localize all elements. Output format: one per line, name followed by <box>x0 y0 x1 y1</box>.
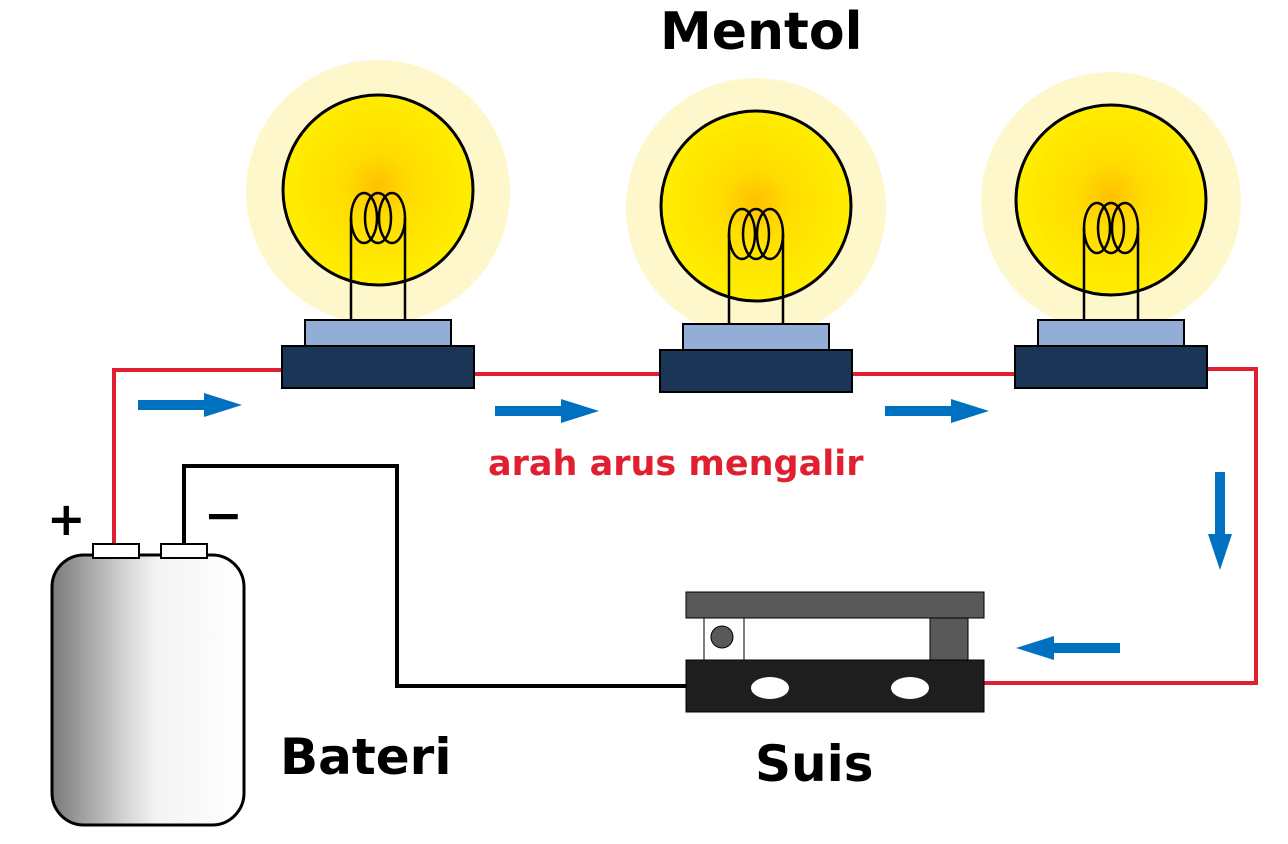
circuit-wires <box>112 367 1258 688</box>
bulb-cap <box>1037 319 1185 349</box>
switch-base-hole-right <box>891 677 929 699</box>
arrow-right-2 <box>495 399 599 423</box>
bulb-filament-coil <box>377 191 407 245</box>
wire-battery-to-bulb-1 <box>112 368 282 544</box>
bulb-base <box>659 349 853 393</box>
battery-negative-terminal <box>160 543 208 559</box>
bulb-2 <box>626 78 886 393</box>
switch-label: Suis <box>755 735 874 793</box>
bulbs-group <box>246 60 1241 393</box>
switch-base <box>685 659 985 713</box>
arrow-down <box>1208 472 1232 570</box>
battery-positive-terminal <box>92 543 140 559</box>
battery <box>50 543 246 827</box>
bulb-filament-coil <box>741 207 771 261</box>
switch <box>685 591 985 713</box>
arrow-right-1 <box>138 393 242 417</box>
bulb-filament-coil <box>1082 201 1112 255</box>
switch-base-hole-left <box>751 677 789 699</box>
bulb-filament-coil <box>1096 201 1126 255</box>
wire-switch-to-battery <box>182 464 686 688</box>
wire-bulb-3-to-switch <box>984 367 1258 685</box>
arrow-left <box>1016 636 1120 660</box>
bulb-filament-coil <box>755 207 785 261</box>
bulb-base <box>281 345 475 389</box>
bulb-glass <box>659 109 853 303</box>
current-direction-label: arah arus mengalir <box>488 444 864 484</box>
switch-lever-top <box>685 591 985 619</box>
switch-contact-block <box>929 617 969 661</box>
bulb-glass <box>1014 103 1208 297</box>
bulb-base <box>1014 345 1208 389</box>
bulb-1 <box>246 60 510 389</box>
positive-sign: + <box>47 492 86 546</box>
diagram-title: Mentol <box>660 2 863 62</box>
arrow-right-3 <box>885 399 989 423</box>
bulb-filament-coil <box>363 191 393 245</box>
bulb-glass <box>281 93 475 287</box>
bulb-filament-coil <box>1110 201 1140 255</box>
bulb-filament-coil <box>727 207 757 261</box>
bulb-3 <box>981 72 1241 389</box>
battery-body <box>50 553 246 827</box>
bulb-cap <box>304 319 452 349</box>
battery-label: Bateri <box>280 728 452 786</box>
bulb-cap <box>682 323 830 353</box>
bulb-filament-coil <box>349 191 379 245</box>
current-direction-arrows <box>138 393 1232 660</box>
negative-sign: − <box>204 488 243 542</box>
switch-pivot-screw <box>710 625 734 649</box>
